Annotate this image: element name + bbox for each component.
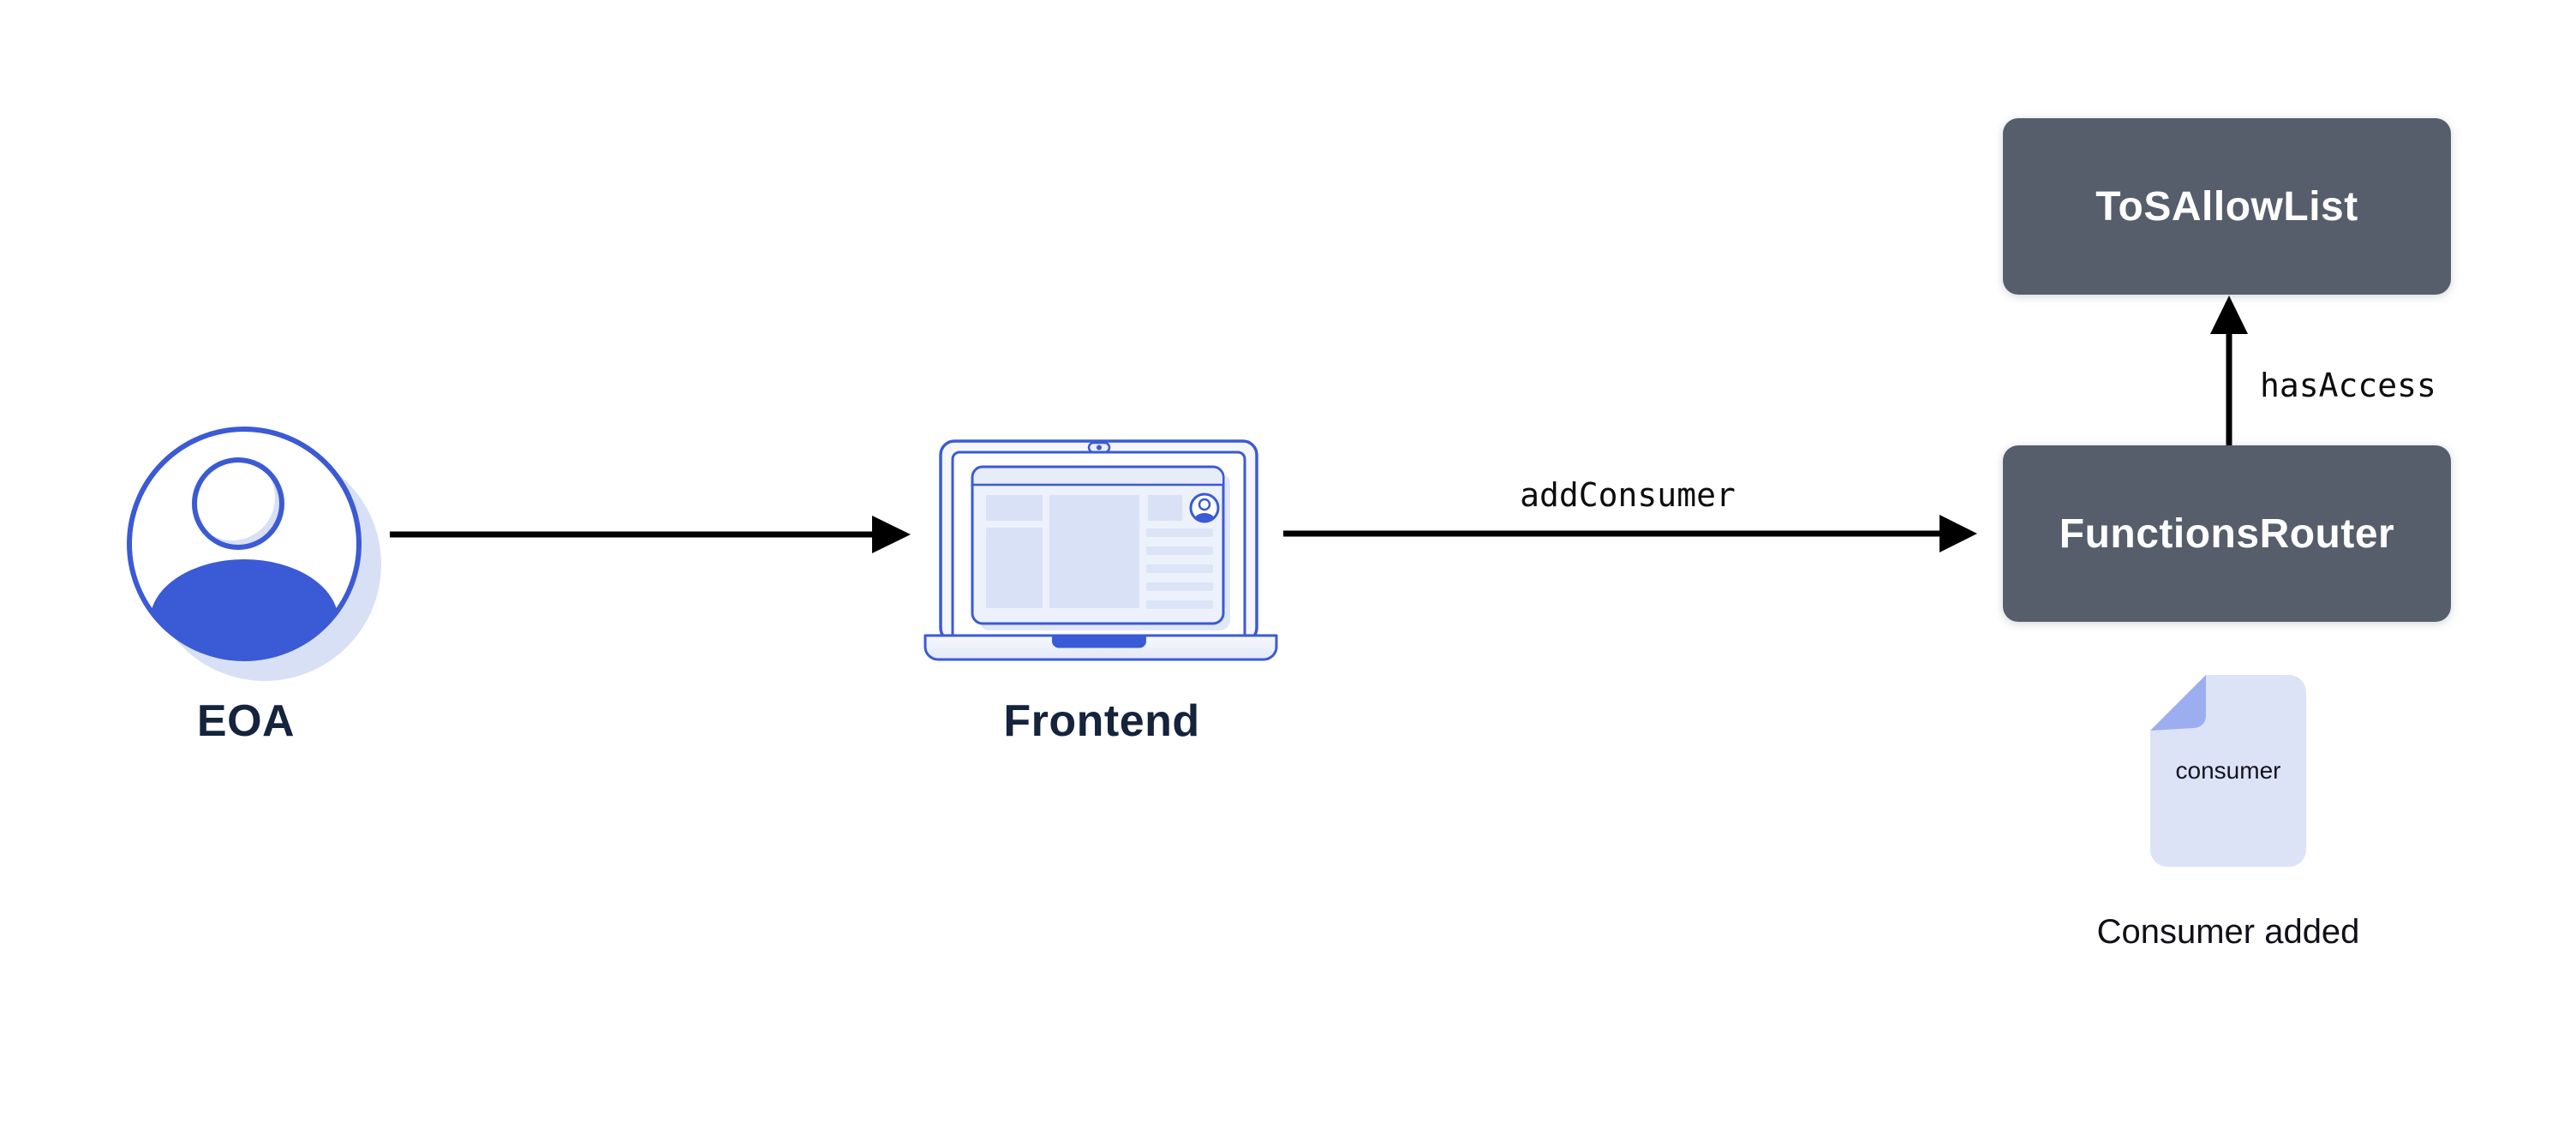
hasaccess-edge-label: hasAccess [2260, 367, 2436, 404]
document-icon [2150, 675, 2306, 867]
arrow-functionsrouter-to-tosallowlist [2210, 295, 2248, 445]
laptop-icon [923, 439, 1278, 661]
consumer-added-caption: Consumer added [2096, 913, 2360, 951]
frontend-label: Frontend [1003, 696, 1200, 746]
consumer-file-label: consumer [2175, 757, 2281, 784]
user-avatar-icon [127, 427, 381, 681]
tosallowlist-label: ToSAllowList [2095, 183, 2358, 230]
node-tosallowlist: ToSAllowList [2003, 118, 2451, 295]
arrow-frontend-to-functionsrouter [1283, 515, 1977, 552]
arrow-eoa-to-frontend [390, 516, 911, 553]
eoa-label: EOA [196, 696, 296, 746]
addconsumer-edge-label: addConsumer [1520, 476, 1736, 514]
node-functionsrouter: FunctionsRouter [2003, 445, 2451, 622]
functionsrouter-label: FunctionsRouter [2059, 510, 2395, 557]
